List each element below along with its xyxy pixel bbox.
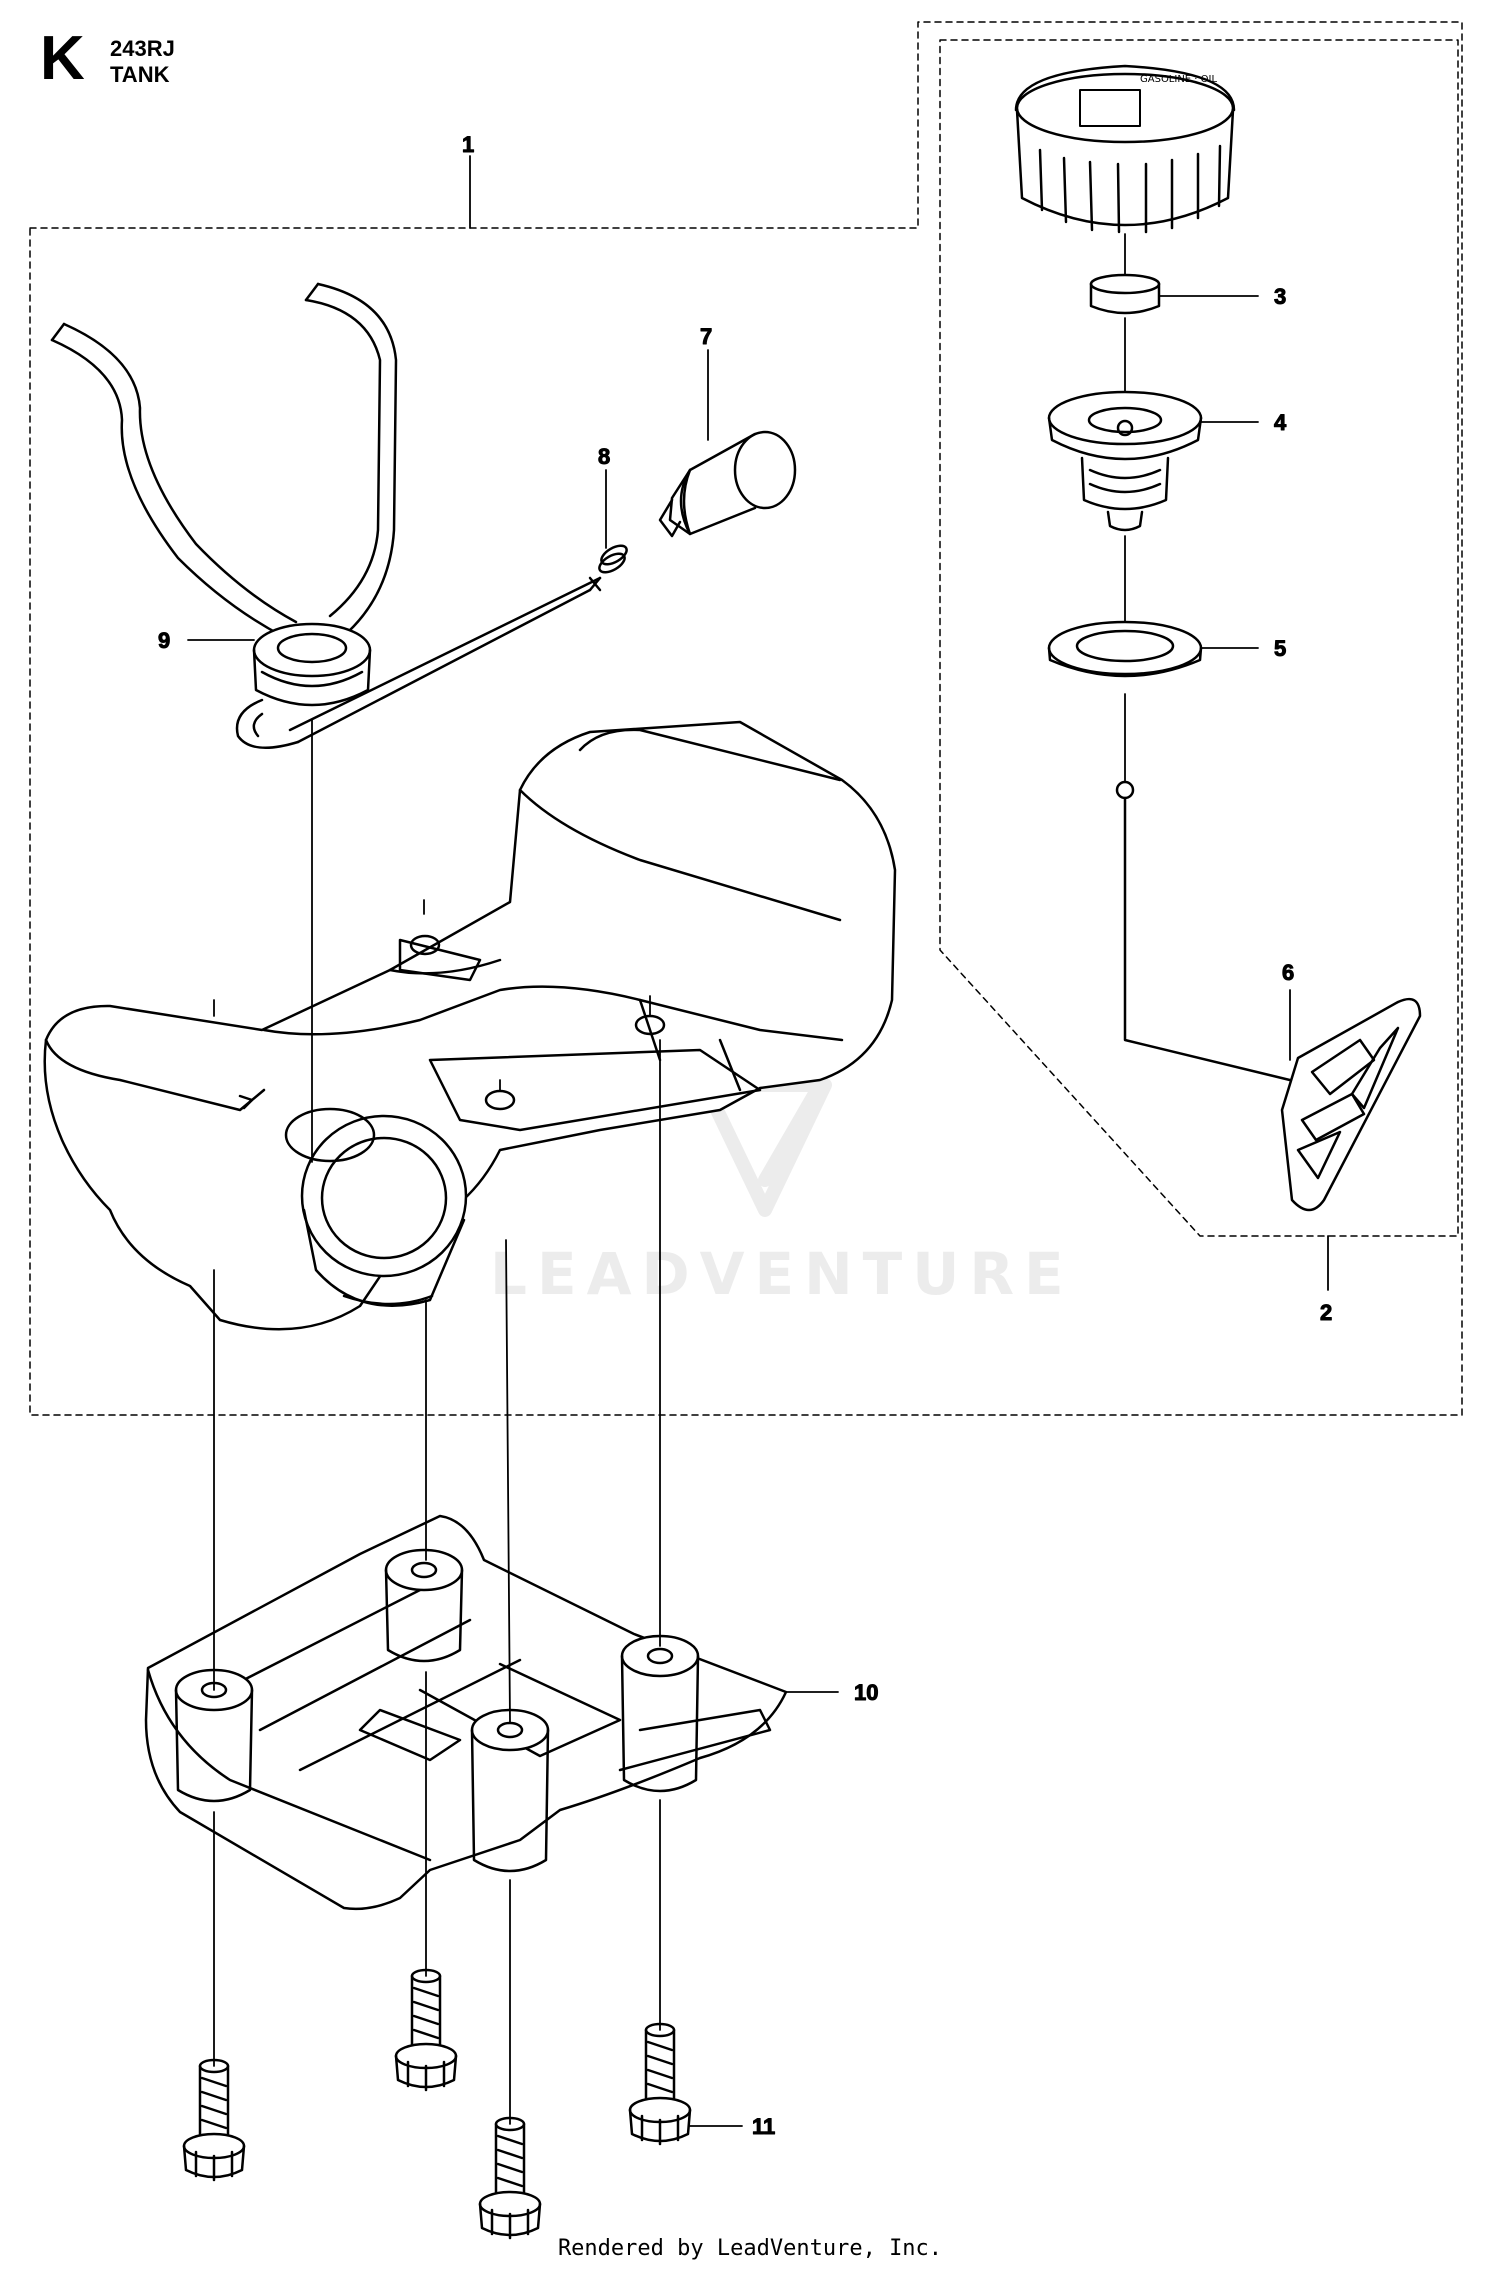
callout-8: 8	[598, 444, 610, 469]
fuel-tank	[43, 720, 897, 1331]
fuel-hose	[288, 576, 602, 744]
model-number: 243RJ	[110, 36, 175, 61]
screws-part-11	[182, 1968, 692, 2240]
screw-b	[394, 1968, 458, 2092]
callout-11: 11	[752, 2114, 775, 2139]
fuel-cap: GASOLINE · OIL	[1014, 64, 1236, 234]
assembly-lines	[213, 233, 1126, 2125]
callout-4: 4	[1274, 410, 1287, 435]
callout-2: 2	[1320, 1300, 1332, 1325]
callout-10: 10	[854, 1680, 878, 1705]
screw-c	[478, 2116, 542, 2240]
diagram-title: TANK	[110, 62, 170, 87]
screw-d	[628, 2022, 692, 2146]
kit-2-boundary	[939, 39, 1459, 1237]
screw-a	[182, 2058, 246, 2182]
callout-5: 5	[1274, 636, 1286, 661]
skid-guard-part-10	[144, 1514, 788, 1911]
watermark-text: LEADVENTURE	[490, 1240, 1074, 1308]
fuel-filter-part-7	[658, 430, 797, 538]
callout-7: 7	[700, 324, 712, 349]
gasket-part-3	[1089, 273, 1161, 315]
footer-credit: Rendered by LeadVenture, Inc.	[557, 2236, 943, 2261]
callout-6: 6	[1282, 960, 1294, 985]
callout-9: 9	[158, 628, 170, 653]
fuel-filter-part-6	[1115, 780, 1422, 1212]
svg-text:GASOLINE · OIL: GASOLINE · OIL	[1140, 74, 1217, 85]
washer-part-5	[1047, 620, 1203, 678]
section-letter: K	[40, 24, 85, 93]
callout-1: 1	[462, 132, 474, 157]
callout-3: 3	[1274, 284, 1286, 309]
leader-lines	[187, 155, 1329, 2127]
hose-clip-part-8	[598, 544, 628, 574]
vent-valve-part-4	[1047, 390, 1203, 532]
hoses-grommet-part-9	[50, 282, 398, 749]
